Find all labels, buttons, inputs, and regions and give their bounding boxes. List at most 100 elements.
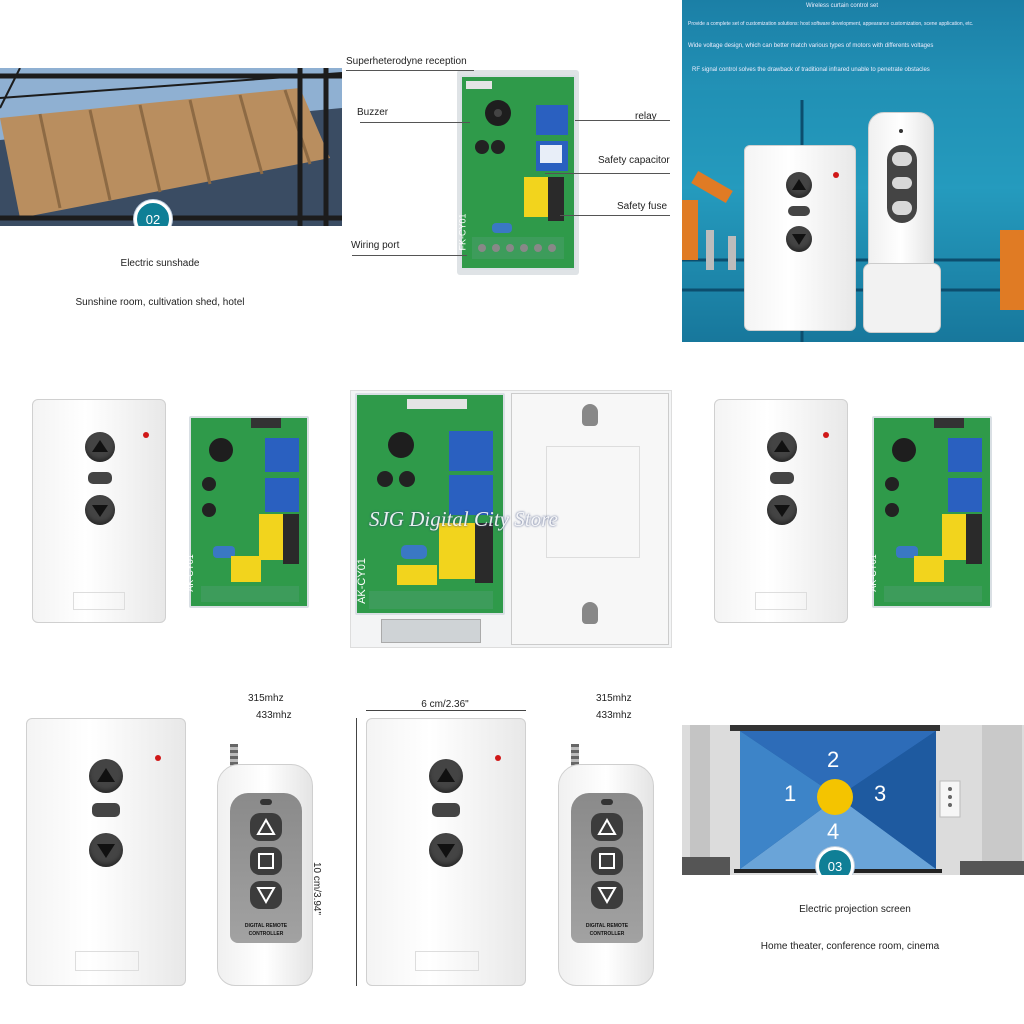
remote-brand-line2: CONTROLLER: [248, 931, 284, 937]
screen-number-4: 4: [827, 819, 840, 844]
pcb-photo-main: FK-CY01: [457, 70, 579, 275]
up-button[interactable]: [591, 813, 623, 841]
remote-face: DIGITAL REMOTE CONTROLLER: [571, 793, 643, 943]
sunshade-title: Electric sunshade: [120, 258, 200, 269]
projector-badge: 03: [816, 847, 854, 875]
projector-subtitle: Home theater, conference room, cinema: [760, 941, 940, 952]
remote-holder: [863, 263, 941, 333]
height-dimension-line: [356, 718, 357, 986]
width-dimension-line: [366, 710, 526, 711]
case-lid: [511, 393, 669, 645]
up-button[interactable]: [429, 759, 463, 793]
antenna-icon: [571, 744, 579, 780]
label-plate: [415, 951, 479, 971]
down-button[interactable]: [250, 881, 282, 909]
down-button[interactable]: [786, 226, 812, 252]
callout-line-safety-capacitor: [545, 173, 670, 174]
wall-switch-box-bottom-left: [26, 718, 186, 986]
projector-photo: 1 2 3 4 03: [682, 725, 1024, 875]
mount-hole-bottom: [582, 602, 598, 624]
pcb-board-right: AK-CY01: [868, 416, 992, 608]
indicator-led: [833, 172, 839, 178]
label-plate: [73, 592, 125, 610]
callout-line-safety-fuse: [560, 215, 670, 216]
pcb-model-label: AK-CY01: [184, 554, 195, 592]
screen-number-2: 2: [827, 747, 840, 772]
up-button[interactable]: [892, 152, 912, 166]
callout-line-relay: [575, 120, 670, 121]
feature-line-2: Provide a complete set of customization …: [688, 21, 974, 27]
indicator-led: [260, 799, 272, 805]
callout-relay: relay: [635, 111, 657, 122]
callout-safety-fuse: Safety fuse: [617, 201, 668, 212]
stop-button[interactable]: [92, 803, 120, 817]
button-cluster: [887, 145, 917, 223]
screen-number-1: 1: [784, 781, 797, 806]
callout-wiring-port: Wiring port: [351, 240, 400, 251]
remote-brand-line1: DIGITAL REMOTE: [585, 923, 629, 929]
sunshade-badge: 02: [134, 200, 172, 226]
store-watermark: SJG Digital City Store: [369, 507, 558, 531]
up-button[interactable]: [89, 759, 123, 793]
label-plate: [755, 592, 807, 610]
wall-switch-box-right: [714, 399, 848, 623]
stop-button[interactable]: [770, 472, 794, 484]
pcb-board: FK-CY01: [458, 75, 576, 270]
wall-switch-box-bottom-mid: [366, 718, 526, 986]
handheld-remote-row1: [863, 112, 941, 333]
indicator-led: [601, 799, 613, 805]
antenna-icon: [230, 744, 238, 780]
handheld-remote-bottom-left: DIGITAL REMOTE CONTROLLER: [217, 764, 313, 986]
label-plate: [75, 951, 139, 971]
screen-number-3: 3: [874, 781, 887, 806]
feature-line-4: RF signal control solves the drawback of…: [692, 67, 930, 73]
stop-button[interactable]: [591, 847, 623, 875]
down-button[interactable]: [892, 201, 912, 215]
up-button[interactable]: [767, 432, 797, 462]
pcb-board-left: AK-CY01: [185, 416, 309, 608]
wall-switch-box-left: [32, 399, 166, 623]
down-button[interactable]: [767, 495, 797, 525]
sunshade-illustration: [0, 68, 342, 226]
pcb-board-center: AK-CY01: [355, 393, 505, 615]
stop-button[interactable]: [788, 206, 810, 216]
down-button[interactable]: [591, 881, 623, 909]
indicator-led: [155, 755, 161, 761]
pcb-model-label: AK-CY01: [867, 554, 878, 592]
projector-title: Electric projection screen: [799, 904, 911, 915]
frequency-label-1b: 433mhz: [256, 710, 292, 721]
down-button[interactable]: [85, 495, 115, 525]
feature-line-1: Wireless curtain control set: [806, 3, 879, 9]
up-button[interactable]: [786, 172, 812, 198]
projection-screen-illustration: [682, 725, 1024, 875]
remote-brand-line2: CONTROLLER: [589, 931, 625, 937]
down-button[interactable]: [89, 833, 123, 867]
frequency-label-1a: 315mhz: [248, 693, 284, 704]
frequency-label-2b: 433mhz: [596, 710, 632, 721]
stop-button[interactable]: [892, 177, 912, 189]
indicator-led: [143, 432, 149, 438]
down-button[interactable]: [429, 833, 463, 867]
terminal-clip: [381, 619, 481, 643]
wall-switch-box-row1: [744, 145, 856, 331]
frequency-label-2a: 315mhz: [596, 693, 632, 704]
callout-line-wiring-port: [352, 255, 467, 256]
callout-line-buzzer: [360, 122, 470, 123]
callout-line-superheterodyne: [346, 70, 474, 71]
stop-button[interactable]: [88, 472, 112, 484]
stop-button[interactable]: [432, 803, 460, 817]
up-button[interactable]: [85, 432, 115, 462]
width-dimension: 6 cm/2.36": [421, 699, 469, 710]
indicator-led: [823, 432, 829, 438]
stop-button[interactable]: [250, 847, 282, 875]
features-photo: Wireless curtain control set Provide a c…: [682, 0, 1024, 342]
feature-line-3: Wide voltage design, which can better ma…: [688, 43, 934, 49]
remote-brand-line1: DIGITAL REMOTE: [244, 923, 288, 929]
pcb-model-label: AK-CY01: [355, 558, 368, 604]
height-dimension: 10 cm/3.94": [311, 862, 322, 916]
up-button[interactable]: [250, 813, 282, 841]
indicator-led: [495, 755, 501, 761]
lid-recess: [546, 446, 640, 558]
callout-superheterodyne: Superheterodyne reception: [346, 56, 467, 67]
handheld-remote-bottom-mid: DIGITAL REMOTE CONTROLLER: [558, 764, 654, 986]
